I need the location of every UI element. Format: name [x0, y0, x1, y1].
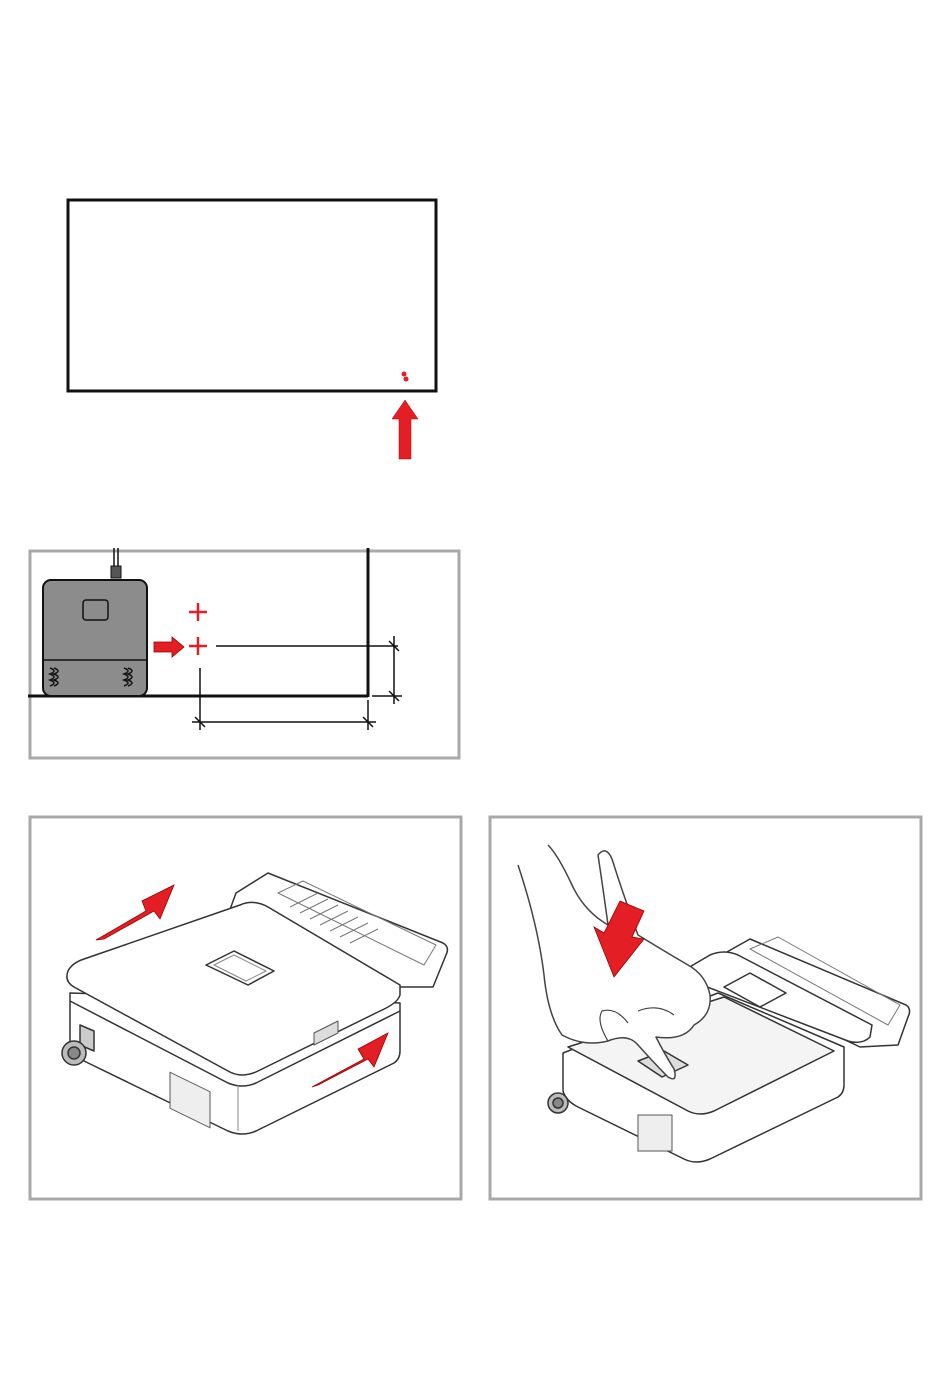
- mount-position-figure: [28, 548, 462, 762]
- press-release-figure: [488, 815, 924, 1202]
- slide-device-figure: [28, 815, 464, 1202]
- arrow-up-icon: [392, 400, 418, 459]
- tv-screen-outline: [68, 200, 436, 391]
- tv-screen-figure: [60, 195, 445, 465]
